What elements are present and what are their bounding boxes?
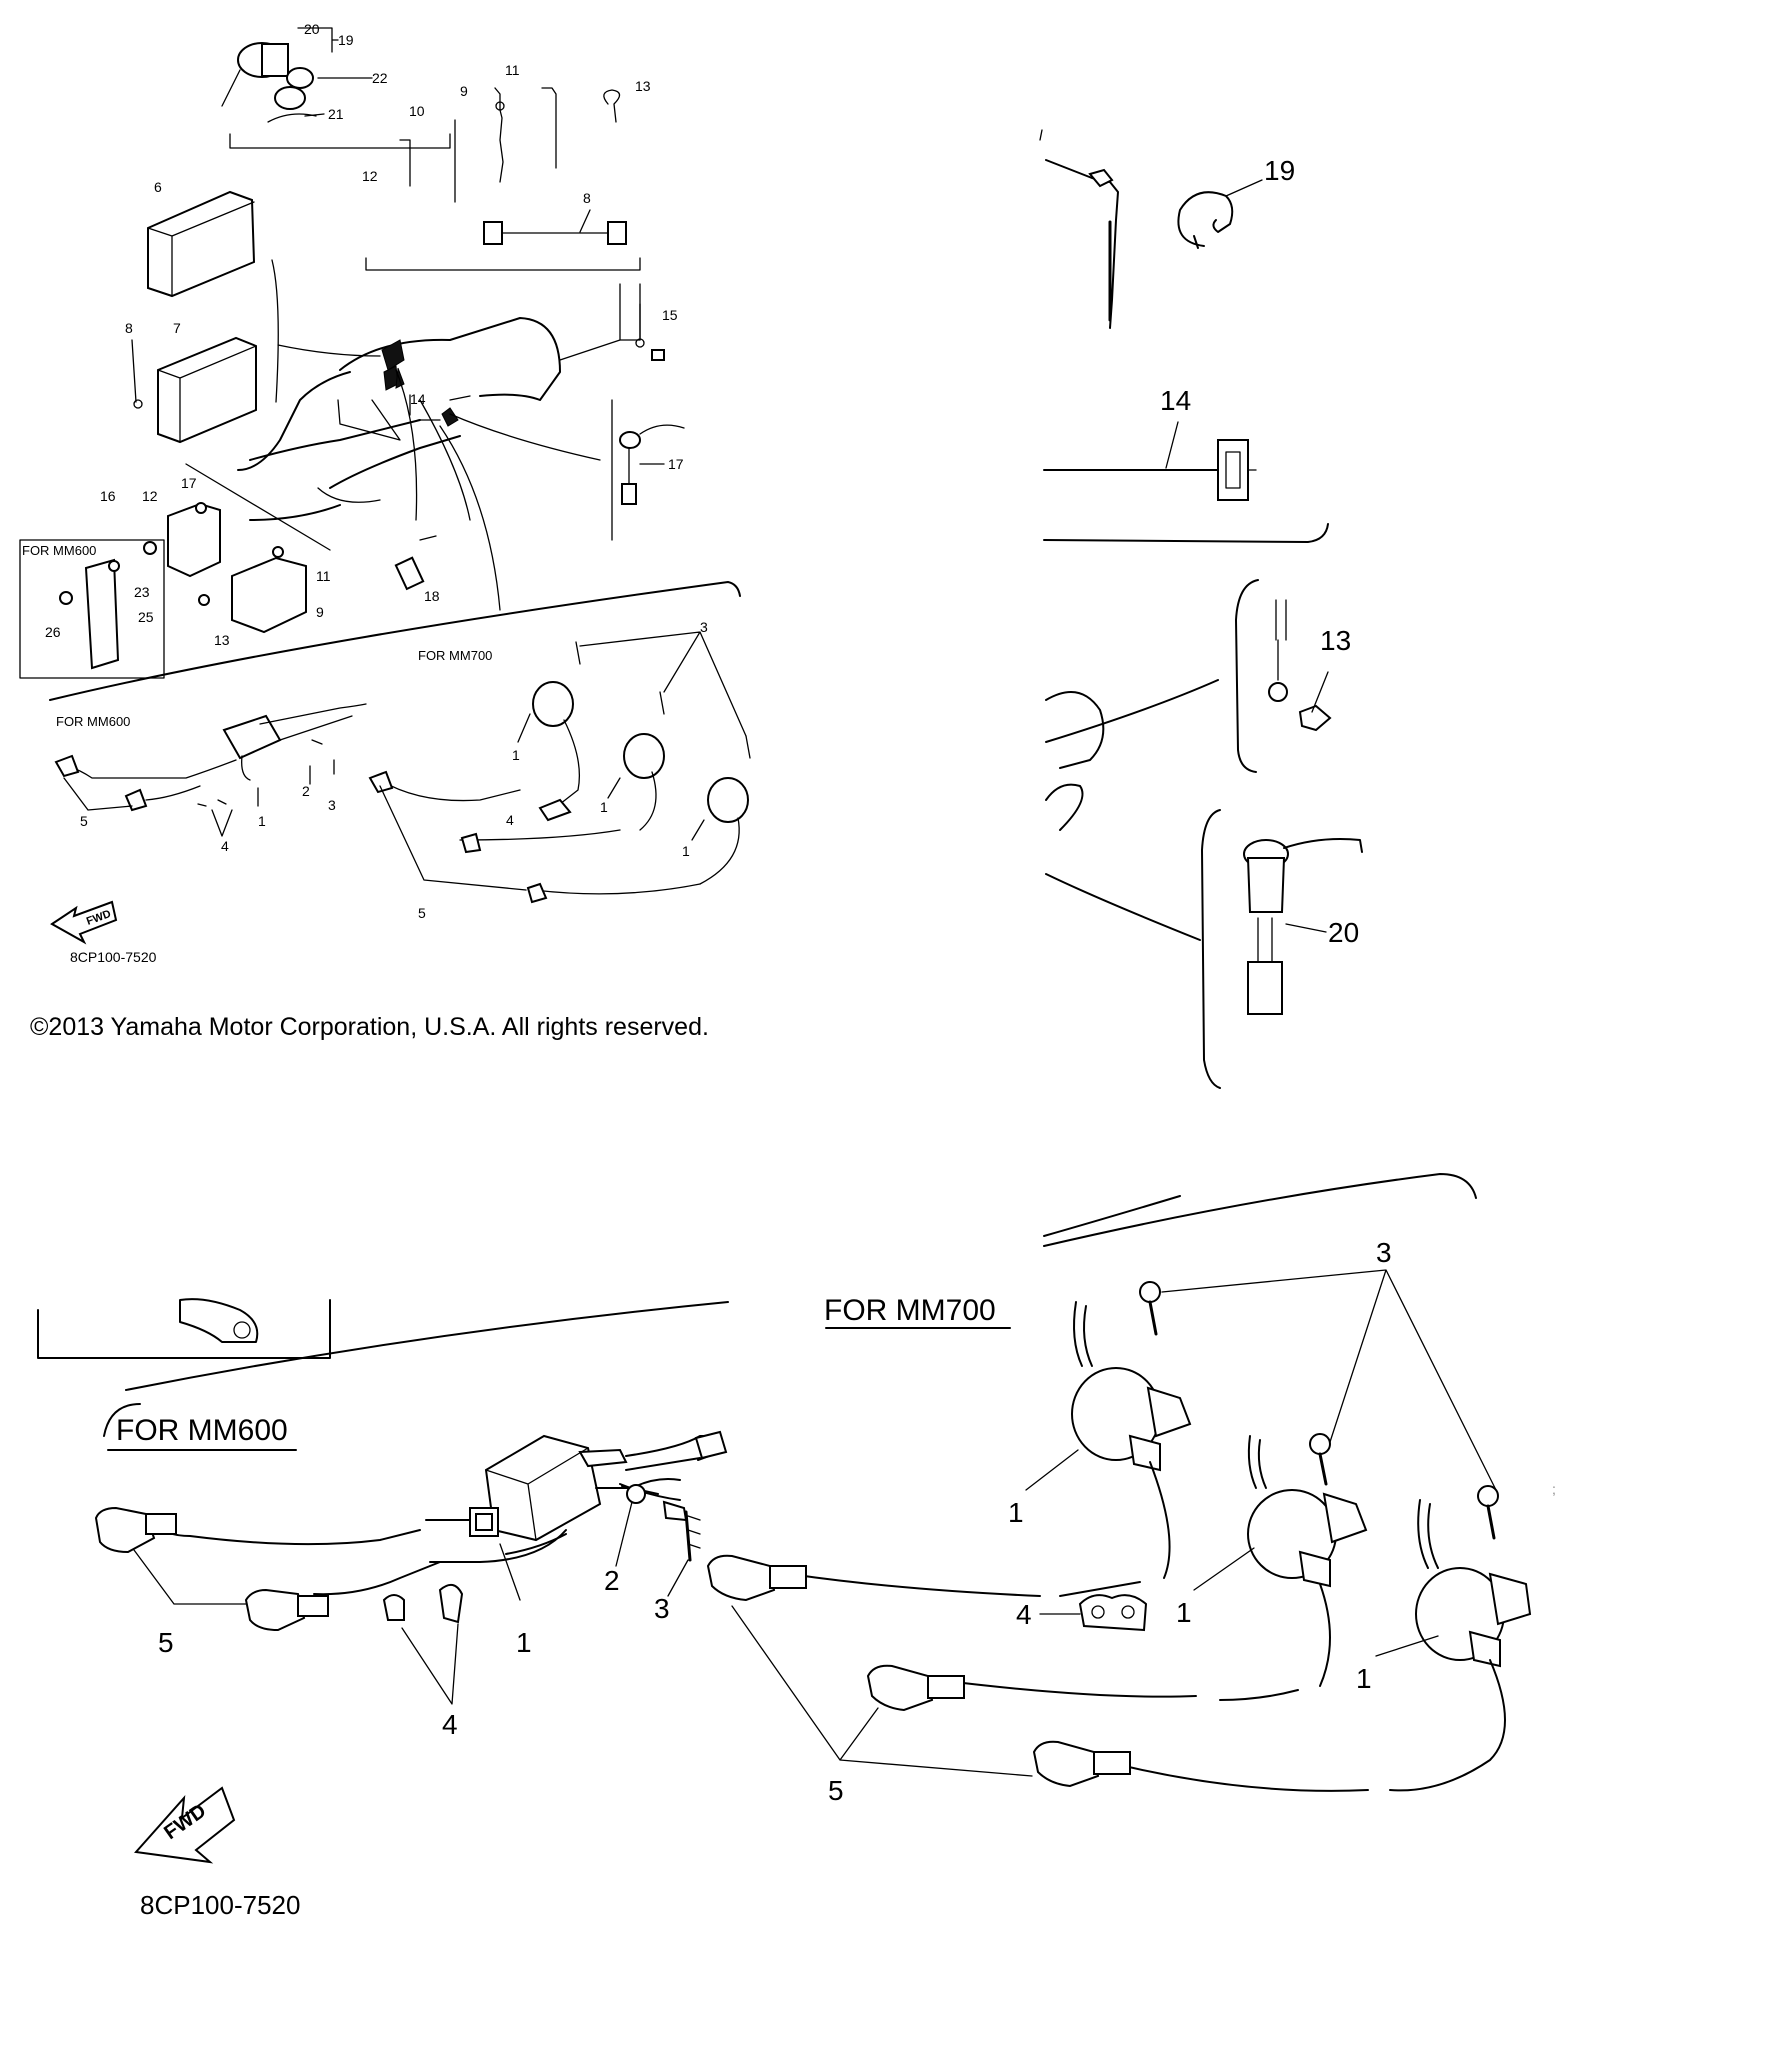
callout-7: 7: [173, 320, 181, 336]
callout-8: 8: [125, 320, 133, 336]
callout-5a: 5: [80, 813, 88, 829]
callout-29: 25: [138, 609, 154, 625]
callout-14: 8: [583, 190, 591, 206]
detail-callout-2: 2: [604, 1565, 620, 1596]
callout-10: 11: [316, 568, 331, 584]
callout-1a: 1: [258, 813, 266, 829]
detail-upper-panel: 19 14 13 20: [1039, 129, 1363, 1089]
callout-19: 13: [635, 78, 651, 94]
fwd-arrow-large-icon: [134, 1786, 236, 1864]
callout-16: 10: [409, 103, 425, 119]
callout-13: 15: [662, 307, 678, 323]
mm700-coils-small: [368, 631, 751, 904]
sensor-part-20: [611, 399, 685, 541]
detail-callout-1b: 1: [1008, 1497, 1024, 1528]
detail-callout-19: 19: [1264, 155, 1295, 186]
main-switch-part: [221, 27, 373, 123]
detail-lower-panel: FOR MM600 5 1 2 3 4: [37, 1173, 1556, 1920]
small-parts-group: [365, 87, 641, 271]
callout-28: 22: [372, 70, 388, 86]
detail-callout-3b: 3: [1376, 1237, 1392, 1268]
callout-18: 12: [362, 168, 378, 184]
callout-2a: 2: [302, 783, 310, 799]
callout-21: 18: [424, 588, 440, 604]
section-label-mm600-large: FOR MM600: [116, 1414, 288, 1447]
callout-26: 20: [304, 21, 320, 37]
callout-22: 12: [142, 488, 158, 504]
detail-callout-20: 20: [1328, 917, 1359, 948]
callout-15: 9: [460, 83, 468, 99]
callout-12: 14: [410, 391, 426, 407]
section-label-mm600-bracket: FOR MM600: [22, 543, 96, 558]
callout-3b: 3: [700, 619, 708, 635]
detail-callout-1d: 1: [1356, 1663, 1372, 1694]
detail-callout-3a: 3: [654, 1593, 670, 1624]
part-code-large: 8CP100-7520: [140, 1890, 300, 1920]
frame-harness: [237, 317, 621, 611]
callout-27: 21: [328, 106, 344, 122]
callout-30: 23: [134, 584, 150, 600]
mm600-bracket-box: [19, 539, 165, 679]
callout-4b: 4: [506, 812, 514, 828]
section-label-mm700: FOR MM700: [418, 648, 492, 663]
detail-callout-5b: 5: [828, 1775, 844, 1806]
mm600-coil-large: [94, 1430, 728, 1705]
mm700-coils-large: [706, 1195, 1532, 1792]
callout-1b: 1: [512, 747, 520, 763]
section-label-mm600: FOR MM600: [56, 714, 130, 729]
detail-callout-1a: 1: [516, 1627, 532, 1658]
callout-25: 19: [338, 32, 354, 48]
callout-20: 17: [668, 456, 684, 472]
detail-callout-13: 13: [1320, 625, 1351, 656]
stray-mark: ;: [1552, 1481, 1556, 1497]
callout-17: 11: [505, 62, 520, 78]
detail-callout-14: 14: [1160, 385, 1191, 416]
detail-callout-4a: 4: [442, 1709, 458, 1740]
callout-1c: 1: [600, 799, 608, 815]
sensor-part-21: [394, 535, 437, 591]
cdi-unit-part: [147, 190, 256, 298]
control-unit-part: [157, 336, 257, 444]
overview-divider: [49, 581, 741, 701]
callout-3a: 3: [328, 797, 336, 813]
callout-1d: 1: [682, 843, 690, 859]
detail-callout-1c: 1: [1176, 1597, 1192, 1628]
rectifier-part: [143, 502, 307, 634]
callout-5b: 5: [418, 905, 426, 921]
ground-bolt-part: [619, 283, 665, 361]
overview-panel: 20 19 22 21 11 9 10 13 12 8 6: [19, 21, 751, 965]
copyright-notice: ©2013 Yamaha Motor Corporation, U.S.A. A…: [30, 1013, 709, 1041]
callout-11: 13: [214, 632, 230, 648]
detail-callout-4b: 4: [1016, 1599, 1032, 1630]
detail-callout-5a: 5: [158, 1627, 174, 1658]
callout-24: 16: [100, 488, 116, 504]
mm600-coil-small: [54, 703, 367, 837]
screw-group: [1139, 1281, 1499, 1540]
part-code-small: 8CP100-7520: [70, 949, 157, 965]
callout-9: 9: [316, 604, 324, 620]
callout-23: 17: [181, 475, 197, 491]
section-label-mm700-large: FOR MM700: [824, 1294, 996, 1327]
callout-4a: 4: [221, 838, 229, 854]
fwd-arrow-small-icon: [50, 900, 118, 945]
callout-6: 6: [154, 179, 162, 195]
callout-31: 26: [45, 624, 61, 640]
